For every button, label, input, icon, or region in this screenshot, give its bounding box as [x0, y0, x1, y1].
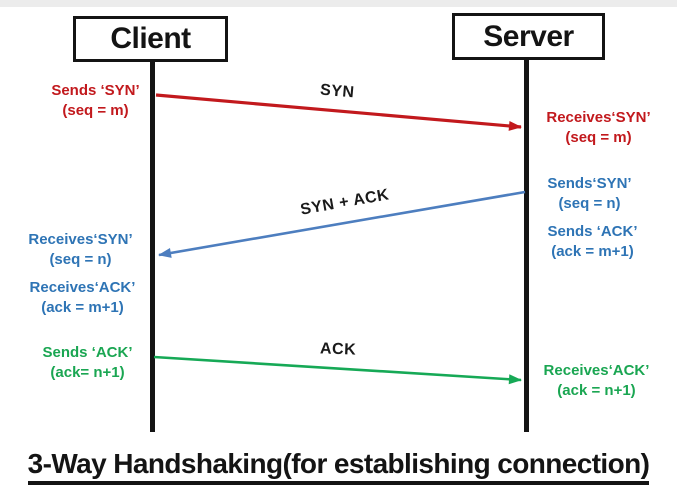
annotation-line: (seq = n): [558, 195, 621, 212]
annotation-line: Sends‘SYN’: [547, 175, 632, 192]
server-actor-box: Server: [452, 13, 605, 60]
syn-arrow: [155, 93, 522, 131]
server-sends-ack-annotation: Sends ‘ACK’ (ack = m+1): [530, 222, 655, 262]
annotation-line: Sends ‘ACK’: [42, 344, 133, 361]
client-lifeline: [150, 60, 155, 432]
annotation-line: Receives‘ACK’: [29, 279, 136, 296]
annotation-line: Receives‘SYN’: [546, 109, 651, 126]
ack-message-label: ACK: [319, 340, 357, 359]
server-sends-syn-annotation: Sends‘SYN’ (seq = n): [527, 174, 652, 214]
client-sends-syn-annotation: Sends ‘SYN’ (seq = m): [33, 81, 158, 121]
server-receives-syn-annotation: Receives‘SYN’ (seq = m): [536, 108, 661, 148]
server-label: Server: [483, 19, 574, 53]
annotation-line: (ack = m+1): [551, 243, 634, 260]
client-receives-syn-annotation: Receives‘SYN’ (seq = n): [18, 230, 143, 270]
ack-arrow: [153, 355, 522, 385]
syn-message-label: SYN: [319, 81, 356, 102]
annotation-line: Receives‘SYN’: [28, 231, 133, 248]
diagram-title: 3-Way Handshaking(for establishing conne…: [0, 448, 677, 485]
server-receives-ack-annotation: Receives‘ACK’ (ack = n+1): [534, 361, 659, 401]
annotation-line: Receives‘ACK’: [543, 362, 650, 379]
client-label: Client: [110, 22, 191, 55]
client-sends-ack-annotation: Sends ‘ACK’ (ack= n+1): [25, 343, 150, 383]
diagram-title-text: 3-Way Handshaking(for establishing conne…: [27, 448, 650, 485]
annotation-line: Sends ‘SYN’: [51, 82, 140, 99]
syn-ack-arrow: [158, 190, 526, 258]
server-lifeline: [524, 58, 529, 432]
annotation-line: (seq = m): [62, 102, 129, 119]
annotation-line: (ack = m+1): [41, 299, 124, 316]
annotation-line: (ack = n+1): [557, 382, 636, 399]
annotation-line: (ack= n+1): [50, 364, 125, 381]
annotation-line: (seq = m): [565, 129, 632, 146]
annotation-line: Sends ‘ACK’: [547, 223, 638, 240]
client-receives-ack-annotation: Receives‘ACK’ (ack = m+1): [20, 278, 145, 318]
annotation-line: (seq = n): [49, 251, 112, 268]
top-edge-strip: [0, 0, 677, 7]
